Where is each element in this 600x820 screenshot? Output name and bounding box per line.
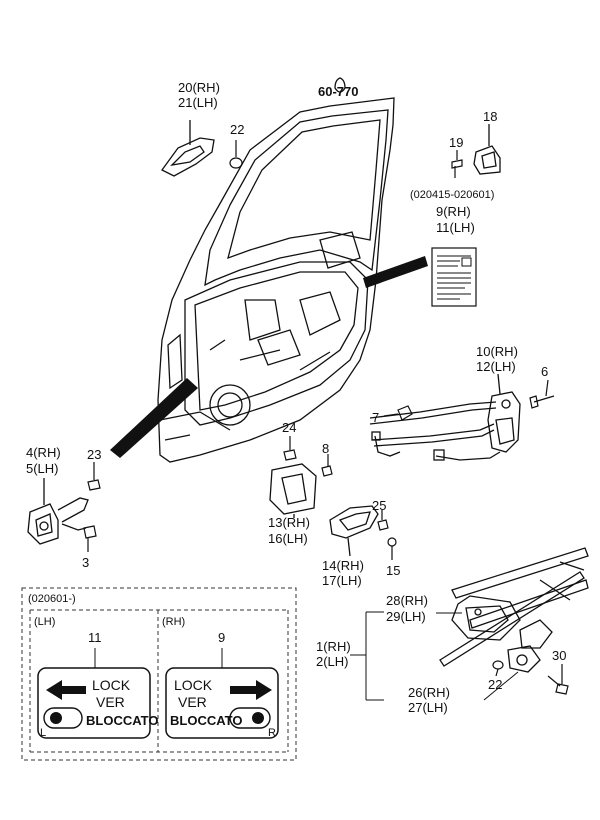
callout-9: 9(RH) — [436, 204, 471, 219]
outside-handle — [329, 505, 379, 557]
callout-10: 10(RH) — [476, 344, 518, 359]
leader-wedges — [110, 256, 428, 458]
callout-11: 11(LH) — [436, 220, 475, 235]
callout-2: 2(LH) — [316, 654, 349, 669]
bracket-lines — [350, 611, 384, 701]
callout-29: 29(LH) — [386, 609, 426, 624]
hinge-18 — [473, 124, 501, 175]
callout-6: 6 — [541, 364, 548, 379]
lock-sign-rh-line3: BLOCCATO — [170, 713, 242, 728]
callout-20: 20(RH) — [178, 80, 220, 95]
door-latch-assembly — [369, 373, 521, 461]
lock-sign-lh-corner: L — [40, 727, 46, 739]
callout-30: 30 — [552, 648, 566, 663]
callout-22-bottom: 22 — [488, 677, 502, 692]
callout-19: 19 — [449, 135, 463, 150]
callout-23: 23 — [87, 447, 101, 462]
lock-sign-rh-line2: VER — [178, 694, 207, 710]
callout-1: 1(RH) — [316, 639, 351, 654]
callout-14: 14(RH) — [322, 558, 364, 573]
clip-7 — [383, 405, 413, 421]
inset-lock-labels — [21, 587, 297, 761]
callout-8: 8 — [322, 441, 329, 456]
lock-sign-rh-line1: LOCK — [174, 677, 213, 693]
leader-26 — [483, 671, 519, 701]
inset-lh-label: (LH) — [34, 616, 55, 628]
inset-rh-label: (RH) — [162, 616, 185, 628]
lock-sign-rh-corner: R — [268, 727, 276, 739]
callout-28: 28(RH) — [386, 593, 428, 608]
bolt-24 — [283, 436, 297, 461]
washer-15 — [387, 537, 397, 560]
date-range-label: (020415-020601) — [410, 189, 494, 201]
callout-13: 13(RH) — [268, 515, 310, 530]
callout-15: 15 — [386, 563, 400, 578]
callout-5: 5(LH) — [26, 461, 59, 476]
callout-27: 27(LH) — [408, 700, 448, 715]
inset-callout-11: 11 — [88, 630, 102, 645]
lock-sign-lh — [37, 667, 151, 739]
screw-19 — [451, 150, 463, 178]
lock-sign-lh-line3: BLOCCATO — [86, 713, 158, 728]
bolt-3 — [83, 525, 97, 552]
lock-sign-lh-line1: LOCK — [92, 677, 131, 693]
bolt-6 — [529, 379, 555, 409]
inside-handle — [161, 120, 215, 177]
lock-sign-lh-line2: VER — [96, 694, 125, 710]
callout-12: 12(LH) — [476, 359, 516, 374]
handle-bracket — [269, 463, 317, 518]
callout-3: 3 — [82, 555, 89, 570]
inset-header: (020601-) — [28, 593, 76, 605]
callout-21: 21(LH) — [178, 95, 218, 110]
door-panel — [157, 77, 395, 463]
bolt-30 — [547, 664, 569, 695]
caution-label-sticker — [431, 247, 477, 307]
clip-22-top — [229, 140, 243, 169]
bolt-23 — [87, 462, 101, 491]
callout-7: 7 — [372, 410, 379, 425]
callout-4: 4(RH) — [26, 445, 61, 460]
window-regulator — [439, 547, 589, 673]
callout-22-top: 22 — [230, 122, 244, 137]
lock-sign-rh — [165, 667, 279, 739]
clip-22-bottom — [492, 660, 504, 677]
callout-16: 16(LH) — [268, 531, 308, 546]
section-code: 60-770 — [318, 84, 358, 99]
callout-24: 24 — [282, 420, 296, 435]
callout-18: 18 — [483, 109, 497, 124]
door-striker-assembly — [27, 478, 89, 545]
callout-26: 26(RH) — [408, 685, 450, 700]
screw-8 — [321, 454, 333, 477]
callout-25: 25 — [372, 498, 386, 513]
screw-25 — [377, 510, 389, 531]
callout-17: 17(LH) — [322, 573, 362, 588]
inset-callout-9: 9 — [218, 630, 225, 645]
